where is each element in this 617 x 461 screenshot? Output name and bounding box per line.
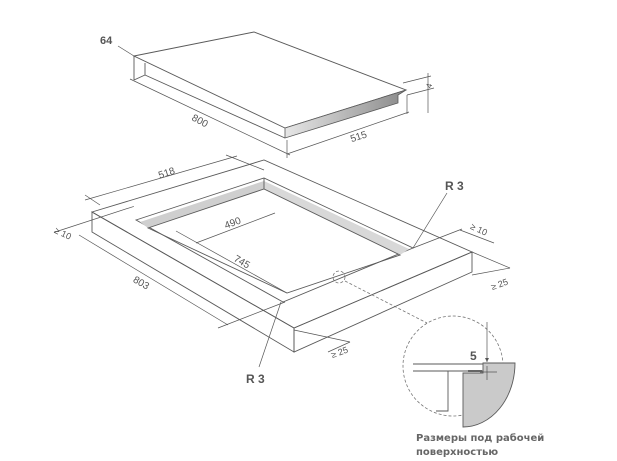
cutout-length-label: 803	[131, 275, 151, 293]
hob-drawing: 64 800 515 4	[100, 31, 434, 158]
edge-detail: 5 Размеры под рабочей поверхностью	[402, 315, 544, 458]
right-margin-label: ≥ 10	[469, 221, 489, 237]
caption-line1: Размеры под рабочей	[416, 432, 544, 444]
hob-top-surface	[132, 31, 408, 129]
leader-64	[117, 45, 135, 57]
dim-line-right-10	[459, 229, 495, 244]
left-margin-label: ≥ 10	[53, 225, 73, 241]
hob-side	[284, 89, 407, 139]
dim-line-490	[195, 212, 276, 244]
radius-bottom-label: R 3	[246, 372, 265, 386]
leader-r3-right	[412, 192, 448, 249]
right-edge-label: ≥ 25	[490, 277, 510, 292]
detail-depth-label: 5	[470, 349, 477, 363]
inner-width-label: 490	[223, 215, 243, 231]
dim-line-803	[78, 234, 229, 326]
dim-line-800	[129, 78, 291, 156]
countertop-drawing: 518 ≥ 10 803 490 745 R 3 R 3 ≥ 10 ≥ 25 ≥…	[53, 154, 511, 386]
dim-line-518	[84, 155, 238, 201]
hob-depth-label: 64	[100, 35, 113, 47]
dim-line-right-25	[471, 267, 511, 276]
dim-line-515	[286, 111, 410, 155]
leader-r3-bottom	[258, 301, 282, 368]
countertop-side	[293, 251, 473, 353]
radius-right-label: R 3	[445, 179, 464, 193]
front-edge-label: ≥ 25	[330, 345, 350, 360]
dim-line-745	[175, 230, 288, 294]
dim-line-front-25	[327, 341, 351, 353]
cutout-width-label: 518	[157, 166, 177, 182]
worktop-section	[462, 362, 516, 428]
caption-line2: поверхностью	[416, 447, 498, 458]
hob-body-edge	[144, 63, 286, 139]
hob-width-label: 515	[349, 129, 369, 145]
detail-marker-circle	[332, 270, 346, 284]
glass-thickness-label: 4	[424, 82, 434, 89]
cutout-floor	[146, 188, 402, 294]
